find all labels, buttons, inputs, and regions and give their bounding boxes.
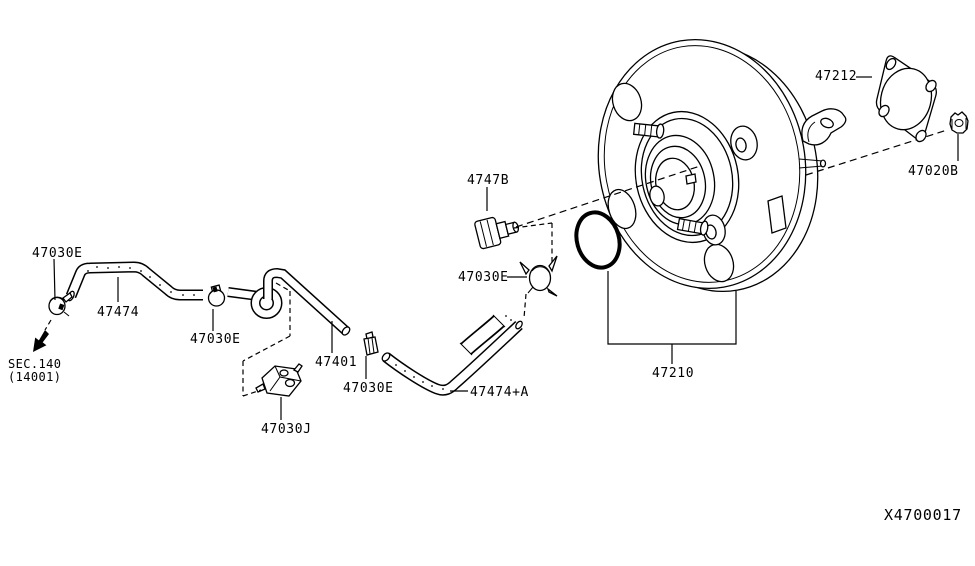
part-label-hose-connector: 4747B xyxy=(467,173,509,188)
part-label-nut: 47020B xyxy=(908,164,959,179)
part-labels: 47030E 47474 47030E SEC.140 (14001) 4703… xyxy=(8,69,962,524)
clamp-left-drawing xyxy=(48,292,73,317)
o-ring-drawing xyxy=(574,210,622,270)
clamp-right-drawing xyxy=(519,255,558,297)
drawing-number: X4700017 xyxy=(884,506,962,524)
part-label-hose-rear: 47474+A xyxy=(470,385,529,400)
part-label-gasket: 47212 xyxy=(815,69,857,84)
section-arrow-icon xyxy=(33,330,49,352)
part-label-clamp-top-left: 47030E xyxy=(32,246,83,261)
booster-face-hole xyxy=(607,188,637,230)
booster-clevis xyxy=(801,108,847,146)
connector-4747B-drawing xyxy=(474,216,520,250)
dashed-reference-lines xyxy=(44,165,701,397)
hose-47401-drawing xyxy=(227,267,351,336)
clamp-center-drawing xyxy=(363,331,379,356)
leader-lines xyxy=(53,76,959,420)
booster-face-hole xyxy=(611,82,643,122)
section-ref-line2: (14001) xyxy=(8,370,61,384)
part-label-clamp-middle: 47030E xyxy=(190,332,241,347)
part-label-hose-center: 47401 xyxy=(315,355,357,370)
gasket-drawing xyxy=(875,55,937,143)
part-label-check-valve: 47030J xyxy=(261,422,312,437)
section-ref-line1: SEC.140 xyxy=(8,357,61,371)
booster-stud xyxy=(676,217,709,236)
assembly-axis-dashed-line xyxy=(805,129,948,176)
part-label-clamp-center: 47030E xyxy=(343,381,394,396)
booster-stud xyxy=(632,122,665,139)
part-label-clamp-right: 47030E xyxy=(458,270,509,285)
part-label-hose-front: 47474 xyxy=(97,305,139,320)
hose-47474-drawing xyxy=(65,261,203,302)
hose-47474A-drawing xyxy=(381,314,523,396)
clamp-middle-drawing xyxy=(207,284,226,307)
check-valve-drawing xyxy=(255,363,303,397)
brake-booster-drawing xyxy=(597,38,847,293)
part-label-booster-assembly: 47210 xyxy=(652,366,694,381)
nut-drawing xyxy=(949,111,969,134)
